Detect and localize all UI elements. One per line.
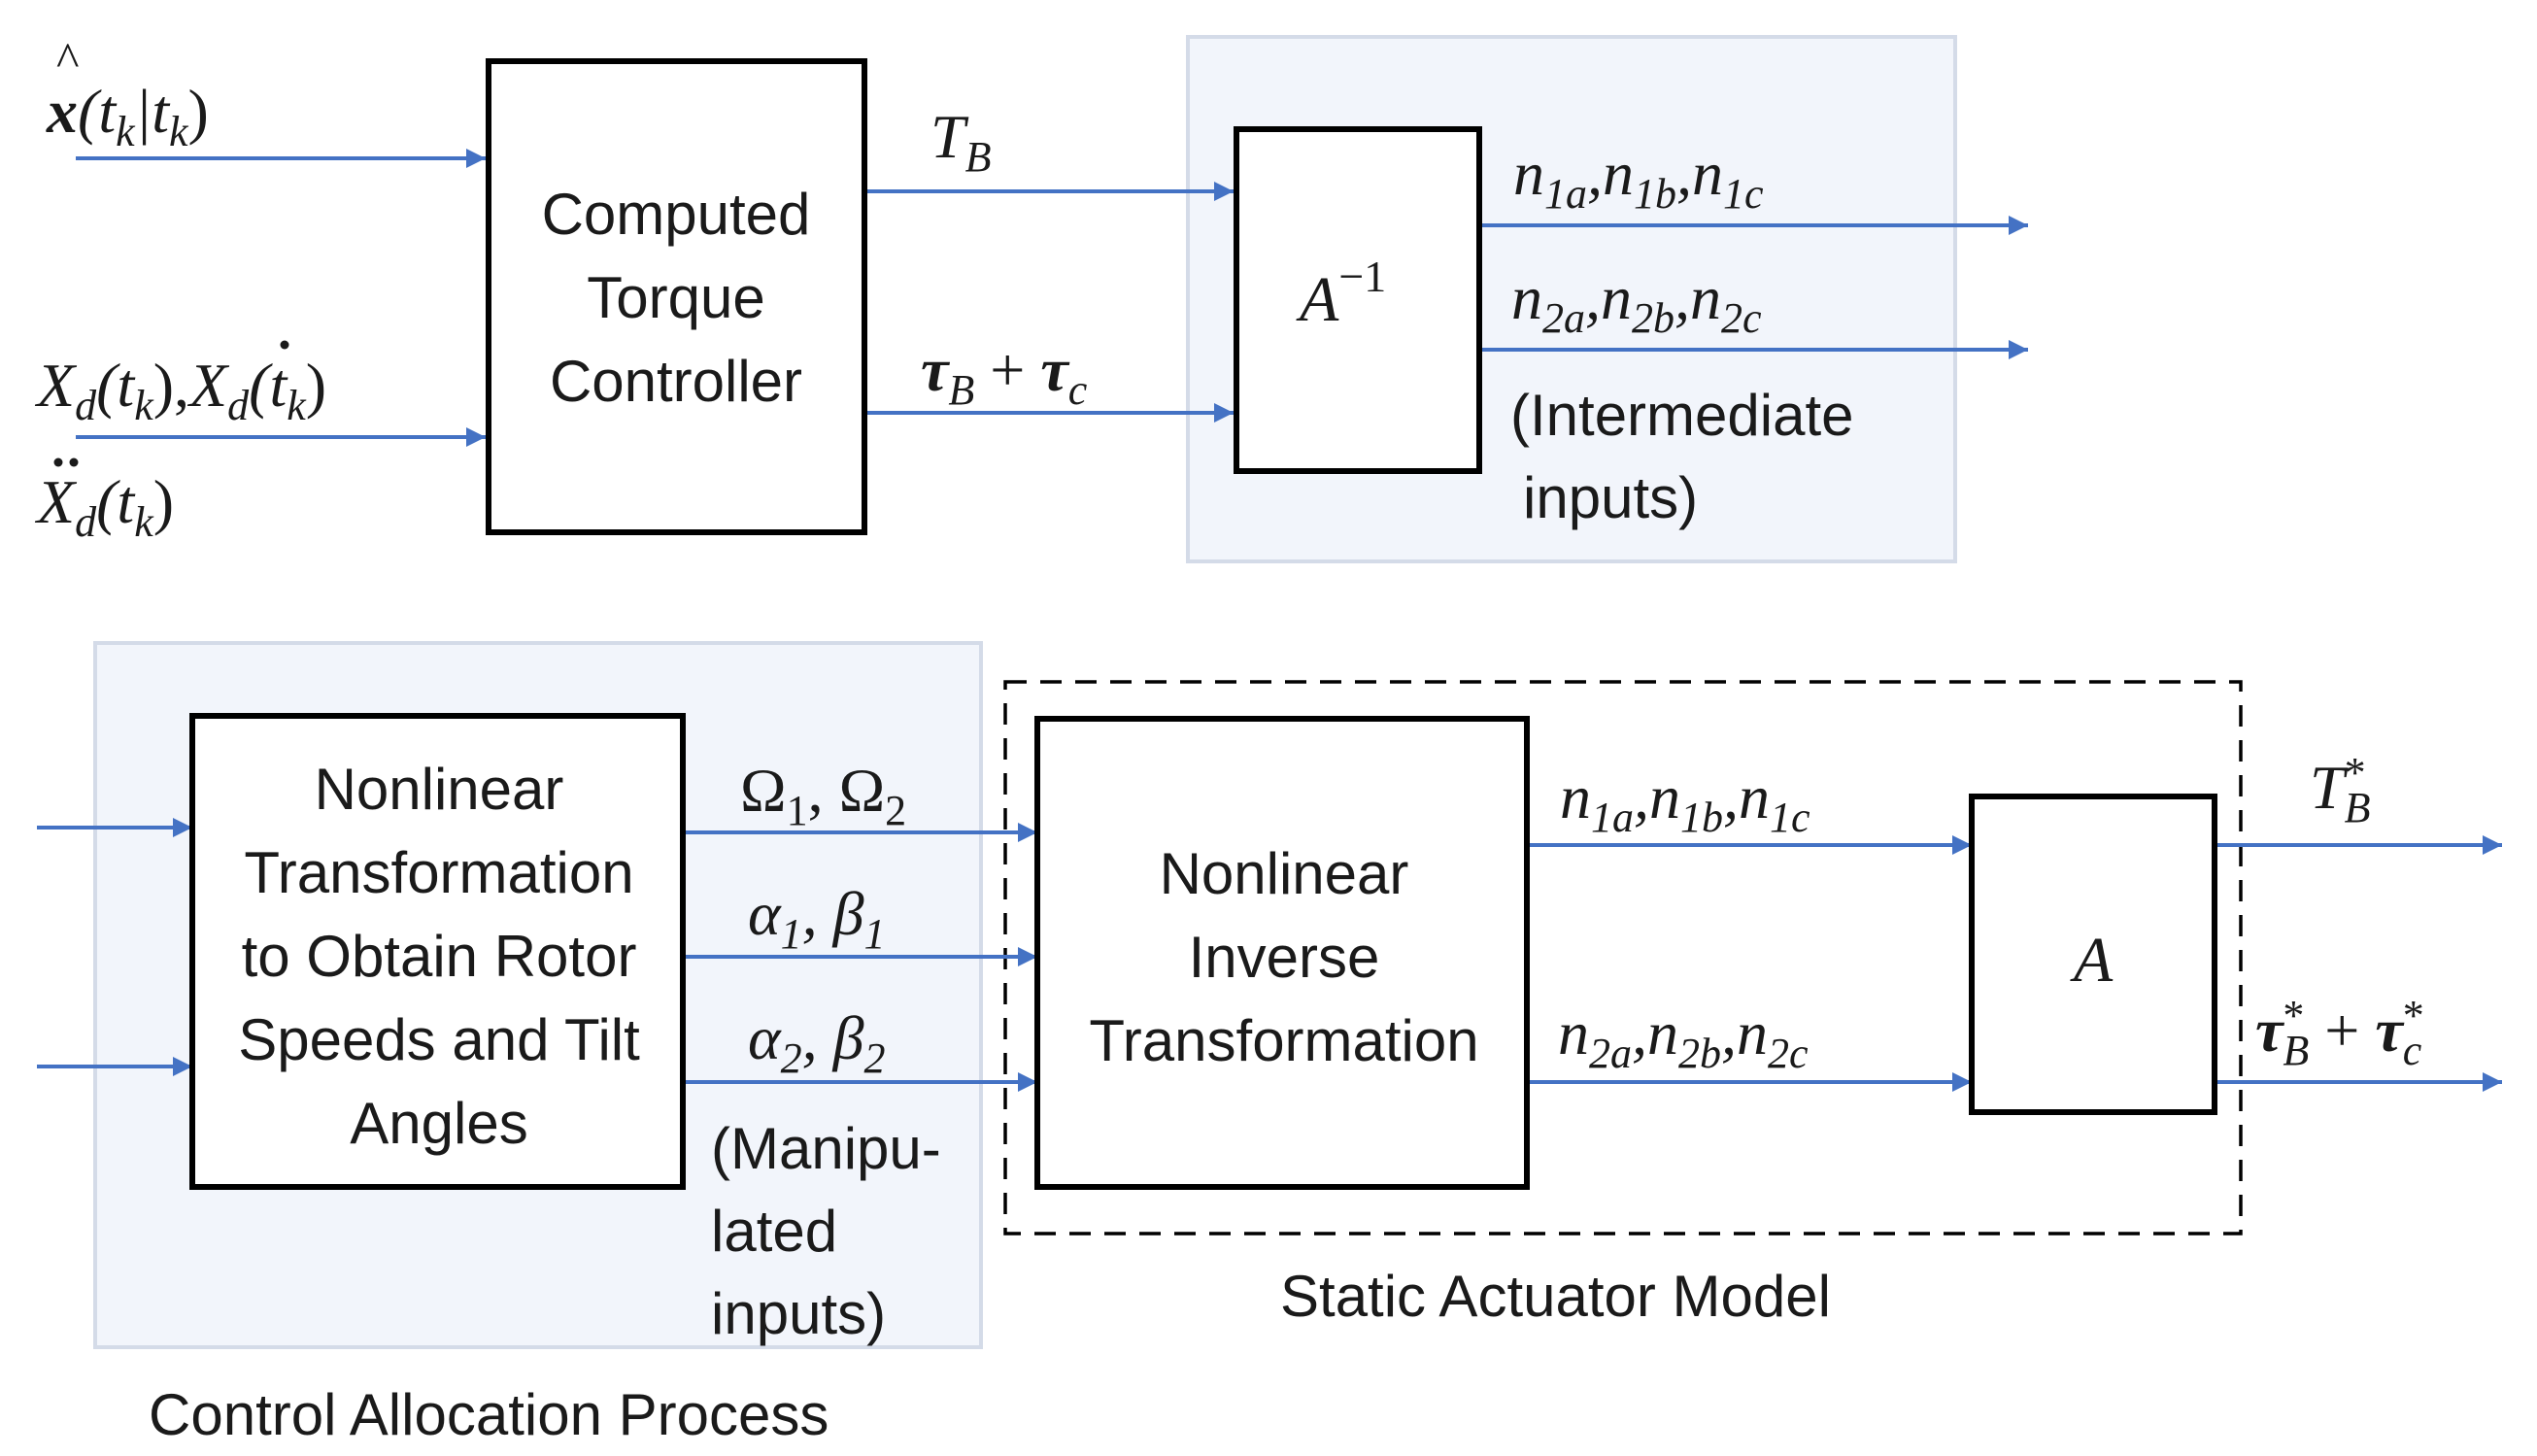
inverse-allocation-block — [1234, 126, 1482, 474]
hat-accent: ^ — [56, 32, 79, 86]
allocation-matrix-block — [1969, 794, 2217, 1115]
top-out1-label: n1a,n1b,n1c — [1513, 139, 1764, 218]
nonlinear-line-5: Angles — [350, 1091, 527, 1156]
manipulated-note-line-1: (Manipu- — [711, 1116, 941, 1181]
nonlinear-line-3: to Obtain Rotor — [242, 924, 637, 989]
controller-line-1: Computed — [542, 182, 811, 247]
alpha1-beta1-label: α1, β1 — [748, 879, 885, 958]
xhat-label: x(tk|tk) — [46, 77, 209, 155]
controller-label: Computed Torque Controller — [542, 182, 811, 414]
inverse-block-label: A−1 — [1296, 252, 1386, 335]
top-out2-label: n2a,n2b,n2c — [1511, 263, 1762, 342]
control-allocation-caption: Control Allocation Process — [149, 1382, 829, 1447]
nonlinear-transformation-block — [189, 713, 686, 1190]
xd-label: Xd(tk),Xd(tk) — [34, 351, 326, 429]
manipulated-note: (Manipu- lated inputs) — [711, 1116, 941, 1346]
alpha2-beta2-label: α2, β2 — [748, 1003, 885, 1082]
intermediate-note: (Intermediate inputs) — [1510, 383, 1854, 530]
nonlinear-line-4: Speeds and Tilt — [238, 1007, 640, 1072]
inverse-transform-line-2: Inverse — [1189, 925, 1380, 990]
dot-accent — [280, 340, 289, 350]
inverse-transform-label: Nonlinear Inverse Transformation — [1089, 841, 1478, 1073]
intermediate-note-line-2: inputs) — [1523, 465, 1698, 530]
tau-star-label: τ*B + τ*c — [2255, 992, 2424, 1074]
manipulated-note-line-3: inputs) — [711, 1281, 886, 1346]
inverse-transform-line-1: Nonlinear — [1160, 841, 1409, 906]
nonlinear-block-label: Nonlinear Transformation to Obtain Rotor… — [238, 757, 640, 1156]
controller-line-3: Controller — [550, 349, 802, 414]
nonlinear-line-1: Nonlinear — [315, 757, 564, 822]
tb-label: TB — [930, 102, 991, 181]
bottom-n2-label: n2a,n2b,n2c — [1558, 999, 1809, 1077]
ddot-accent-2 — [69, 457, 79, 467]
xdd-label: Xd(tk) — [34, 467, 174, 546]
computed-torque-controller-block — [486, 58, 867, 535]
nonlinear-inverse-transformation-block — [1034, 716, 1530, 1190]
inverse-transform-line-3: Transformation — [1089, 1008, 1478, 1073]
ddot-accent-1 — [53, 457, 63, 467]
tau-label: τB + τc — [921, 335, 1088, 414]
intermediate-note-line-1: (Intermediate — [1510, 383, 1854, 448]
static-actuator-caption: Static Actuator Model — [1280, 1264, 1831, 1329]
nonlinear-line-2: Transformation — [244, 840, 633, 905]
tb-star-label: T*B — [2310, 749, 2370, 831]
controller-line-2: Torque — [587, 265, 764, 330]
a-block-label: A — [2070, 925, 2114, 996]
manipulated-note-line-2: lated — [711, 1199, 837, 1264]
bottom-n1-label: n1a,n1b,n1c — [1560, 762, 1810, 841]
omega-label: Ω1, Ω2 — [740, 756, 906, 834]
